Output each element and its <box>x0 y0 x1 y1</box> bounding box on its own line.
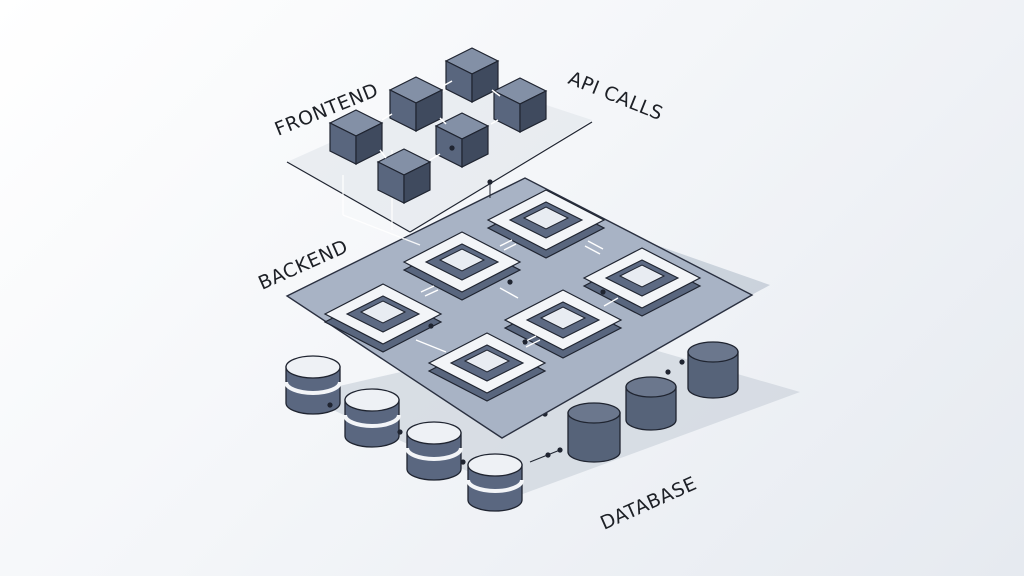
backend-connector-dots <box>428 279 606 345</box>
backend-layer <box>285 177 770 439</box>
db-cylinder-light-2 <box>343 388 401 448</box>
database-connectors <box>327 359 685 465</box>
db-cylinder-dark-1 <box>687 341 739 399</box>
frontend-layer <box>286 47 593 246</box>
backend-plate <box>285 177 754 439</box>
label-database: DATABASE <box>597 473 700 535</box>
db-cylinder-light-1 <box>284 355 342 415</box>
db-cylinder-dark-2 <box>625 376 677 431</box>
db-cylinder-dark-3 <box>567 402 621 463</box>
api-call-links <box>379 80 501 161</box>
db-cylinder-light-3 <box>405 421 463 481</box>
db-cylinder-light-4 <box>466 453 524 512</box>
